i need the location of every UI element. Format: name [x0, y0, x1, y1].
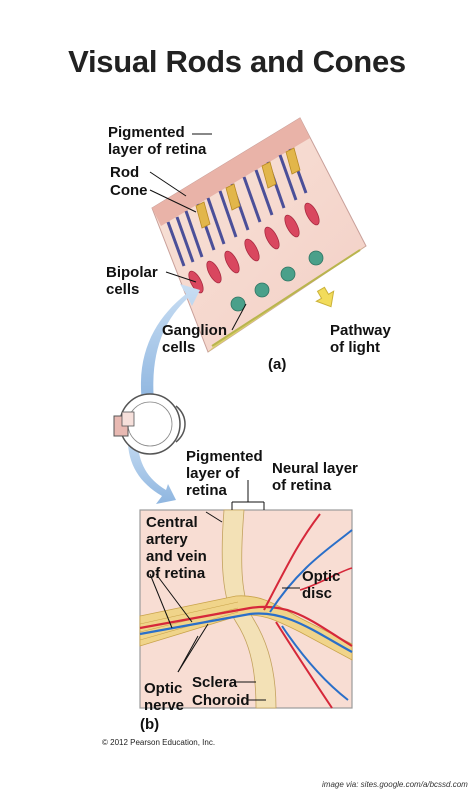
panel-b-tag: (b)	[140, 716, 160, 733]
label-ganglion-cells: Ganglion cells	[162, 322, 227, 356]
label-pathway-of-light: Pathway of light	[330, 322, 391, 356]
leader-lines-b	[149, 480, 300, 701]
cone-cells	[195, 147, 301, 229]
label-pigmented-layer-b: Pigmented layer of retina	[186, 448, 263, 499]
retina-section-a	[151, 117, 367, 353]
label-central-artery-vein: Central artery and vein of retina	[146, 514, 207, 582]
label-cone: Cone	[110, 182, 148, 199]
eyeball-icon	[113, 393, 186, 455]
copyright: © 2012 Pearson Education, Inc.	[102, 738, 216, 747]
curved-arrow-up	[140, 284, 200, 402]
panel-a-tag: (a)	[268, 356, 287, 373]
label-sclera: Sclera	[192, 674, 238, 691]
label-neural-layer: Neural layer of retina	[272, 460, 358, 494]
label-pigmented-layer-a: Pigmented layer of retina	[108, 124, 207, 158]
label-choroid: Choroid	[192, 692, 250, 709]
label-optic-nerve: Optic nerve	[144, 680, 185, 714]
page-title: Visual Rods and Cones	[68, 44, 406, 79]
light-arrow	[315, 286, 335, 308]
ganglion-cells	[230, 250, 324, 312]
optic-disc-section-b	[139, 509, 353, 709]
image-credit: image via: sites.google.com/a/bcssd.com	[322, 780, 468, 789]
leader-lines-a	[149, 133, 247, 331]
label-optic-disc: Optic disc	[302, 568, 341, 602]
label-bipolar-cells: Bipolar cells	[106, 264, 158, 298]
label-rod: Rod	[110, 164, 140, 181]
